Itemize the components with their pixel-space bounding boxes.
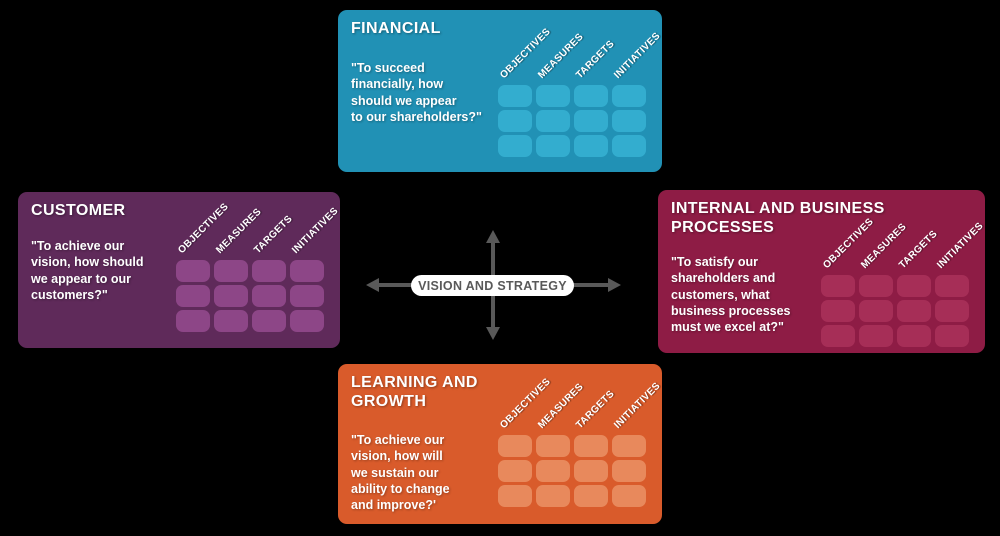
- column-header-targets: TARGETS: [574, 38, 617, 81]
- grid-cell: [498, 85, 532, 107]
- grid-cell: [176, 285, 210, 307]
- grid-cell: [574, 135, 608, 157]
- panel-financial: FINANCIAL "To succeed financially, how s…: [338, 10, 663, 172]
- scorecard-table: OBJECTIVES MEASURES TARGETS INITIATIVES: [498, 24, 663, 157]
- scorecard-grid: [176, 260, 324, 332]
- grid-cell: [897, 325, 931, 347]
- scorecard-table: OBJECTIVES MEASURES TARGETS INITIATIVES: [176, 199, 341, 332]
- grid-cell: [612, 135, 646, 157]
- grid-cell: [176, 260, 210, 282]
- grid-cell: [498, 460, 532, 482]
- grid-cell: [612, 85, 646, 107]
- grid-cell: [498, 485, 532, 507]
- grid-cell: [574, 460, 608, 482]
- grid-cell: [536, 135, 570, 157]
- grid-cell: [859, 275, 893, 297]
- grid-cell: [859, 300, 893, 322]
- grid-cell: [536, 435, 570, 457]
- grid-cell: [498, 110, 532, 132]
- grid-cell: [574, 435, 608, 457]
- scorecard-grid: [821, 275, 969, 347]
- grid-cell: [536, 485, 570, 507]
- grid-cell: [498, 135, 532, 157]
- grid-cell: [290, 260, 324, 282]
- grid-cell: [214, 285, 248, 307]
- grid-cell: [290, 310, 324, 332]
- grid-cell: [214, 310, 248, 332]
- column-header-initiatives: INITIATIVES: [612, 30, 663, 81]
- vision-and-strategy-label: VISION AND STRATEGY: [411, 275, 574, 296]
- grid-cell: [574, 110, 608, 132]
- scorecard-table: OBJECTIVES MEASURES TARGETS INITIATIVES: [498, 374, 663, 507]
- column-header-targets: TARGETS: [897, 228, 940, 271]
- panel-customer: CUSTOMER "To achieve our vision, how sho…: [18, 192, 341, 348]
- panel-title: INTERNAL AND BUSINESS PROCESSES: [671, 200, 885, 236]
- panel-title: CUSTOMER: [31, 202, 126, 219]
- panel-title: LEARNING AND GROWTH: [351, 374, 478, 410]
- scorecard-grid: [498, 85, 646, 157]
- panel-title: FINANCIAL: [351, 20, 441, 37]
- scorecard-table: OBJECTIVES MEASURES TARGETS INITIATIVES: [821, 214, 986, 347]
- grid-cell: [290, 285, 324, 307]
- column-header-targets: TARGETS: [574, 388, 617, 431]
- grid-cell: [935, 275, 969, 297]
- column-header-initiatives: INITIATIVES: [935, 220, 986, 271]
- column-header-initiatives: INITIATIVES: [612, 380, 663, 431]
- panel-question: "To achieve our vision, how will we sust…: [351, 433, 450, 512]
- grid-cell: [935, 325, 969, 347]
- grid-cell: [252, 260, 286, 282]
- column-header-targets: TARGETS: [252, 213, 295, 256]
- column-headers: OBJECTIVES MEASURES TARGETS INITIATIVES: [176, 199, 340, 257]
- grid-cell: [612, 110, 646, 132]
- scorecard-grid: [498, 435, 646, 507]
- grid-cell: [536, 110, 570, 132]
- grid-cell: [859, 325, 893, 347]
- grid-cell: [897, 300, 931, 322]
- panel-question: "To succeed financially, how should we a…: [351, 61, 482, 124]
- grid-cell: [612, 485, 646, 507]
- grid-cell: [252, 310, 286, 332]
- grid-cell: [252, 285, 286, 307]
- panel-question: "To achieve our vision, how should we ap…: [31, 239, 144, 302]
- arrow-right-icon: [608, 278, 621, 292]
- arrow-left-icon: [366, 278, 379, 292]
- grid-cell: [574, 85, 608, 107]
- column-headers: OBJECTIVES MEASURES TARGETS INITIATIVES: [498, 374, 662, 432]
- panel-learning-growth: LEARNING AND GROWTH "To achieve our visi…: [338, 364, 663, 524]
- grid-cell: [574, 485, 608, 507]
- panel-internal-business-processes: INTERNAL AND BUSINESS PROCESSES "To sati…: [658, 190, 986, 353]
- column-header-initiatives: INITIATIVES: [290, 205, 341, 256]
- grid-cell: [536, 85, 570, 107]
- grid-cell: [498, 435, 532, 457]
- grid-cell: [897, 275, 931, 297]
- panel-question: "To satisfy our shareholders and custome…: [671, 255, 791, 334]
- grid-cell: [935, 300, 969, 322]
- grid-cell: [612, 435, 646, 457]
- grid-cell: [821, 325, 855, 347]
- column-headers: OBJECTIVES MEASURES TARGETS INITIATIVES: [498, 24, 662, 82]
- grid-cell: [176, 310, 210, 332]
- grid-cell: [536, 460, 570, 482]
- grid-cell: [612, 460, 646, 482]
- column-headers: OBJECTIVES MEASURES TARGETS INITIATIVES: [821, 214, 985, 272]
- grid-cell: [214, 260, 248, 282]
- arrow-down-icon: [486, 327, 500, 340]
- grid-cell: [821, 300, 855, 322]
- grid-cell: [821, 275, 855, 297]
- arrow-up-icon: [486, 230, 500, 243]
